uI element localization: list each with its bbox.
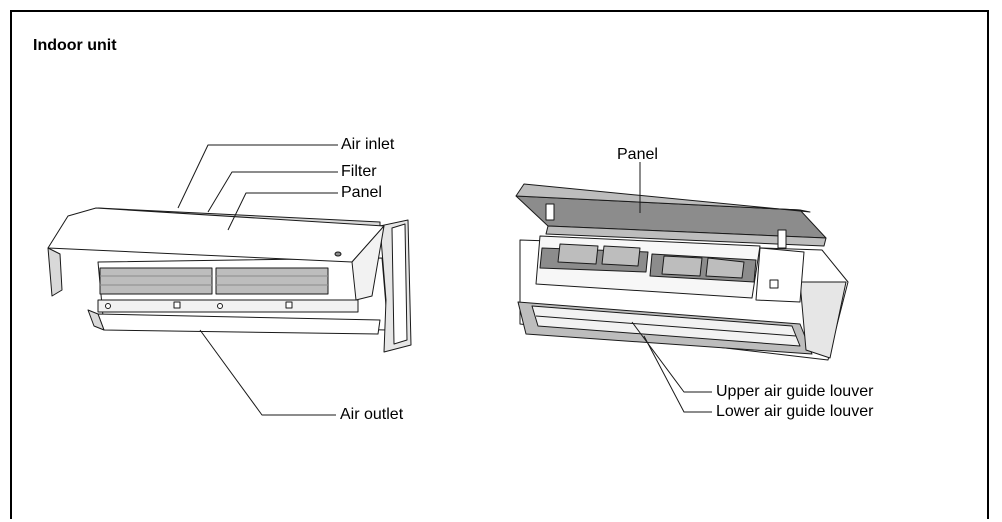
left-filter-strip-2 — [215, 267, 329, 295]
leader-air-outlet — [199, 329, 336, 416]
leader-panel-left — [227, 192, 338, 231]
figure-heading: Indoor unit — [33, 37, 117, 54]
right-unit-side-casing — [799, 281, 847, 359]
label-air-outlet: Air outlet — [340, 406, 404, 423]
label-air-inlet: Air inlet — [341, 136, 395, 153]
leader-air-inlet — [177, 144, 338, 209]
right-indoor-unit — [515, 162, 849, 413]
label-panel-left: Panel — [341, 184, 382, 201]
left-open-panel — [47, 207, 385, 263]
left-filter-strip-1 — [99, 267, 213, 295]
left-indoor-unit — [47, 144, 412, 416]
label-filter: Filter — [341, 163, 377, 180]
leader-lower-louver — [643, 335, 712, 413]
figure-frame — [10, 10, 989, 519]
label-lower-louver: Lower air guide louver — [716, 403, 874, 420]
label-upper-louver: Upper air guide louver — [716, 383, 874, 400]
leader-filter — [207, 171, 338, 213]
label-panel-right: Panel — [617, 146, 658, 163]
